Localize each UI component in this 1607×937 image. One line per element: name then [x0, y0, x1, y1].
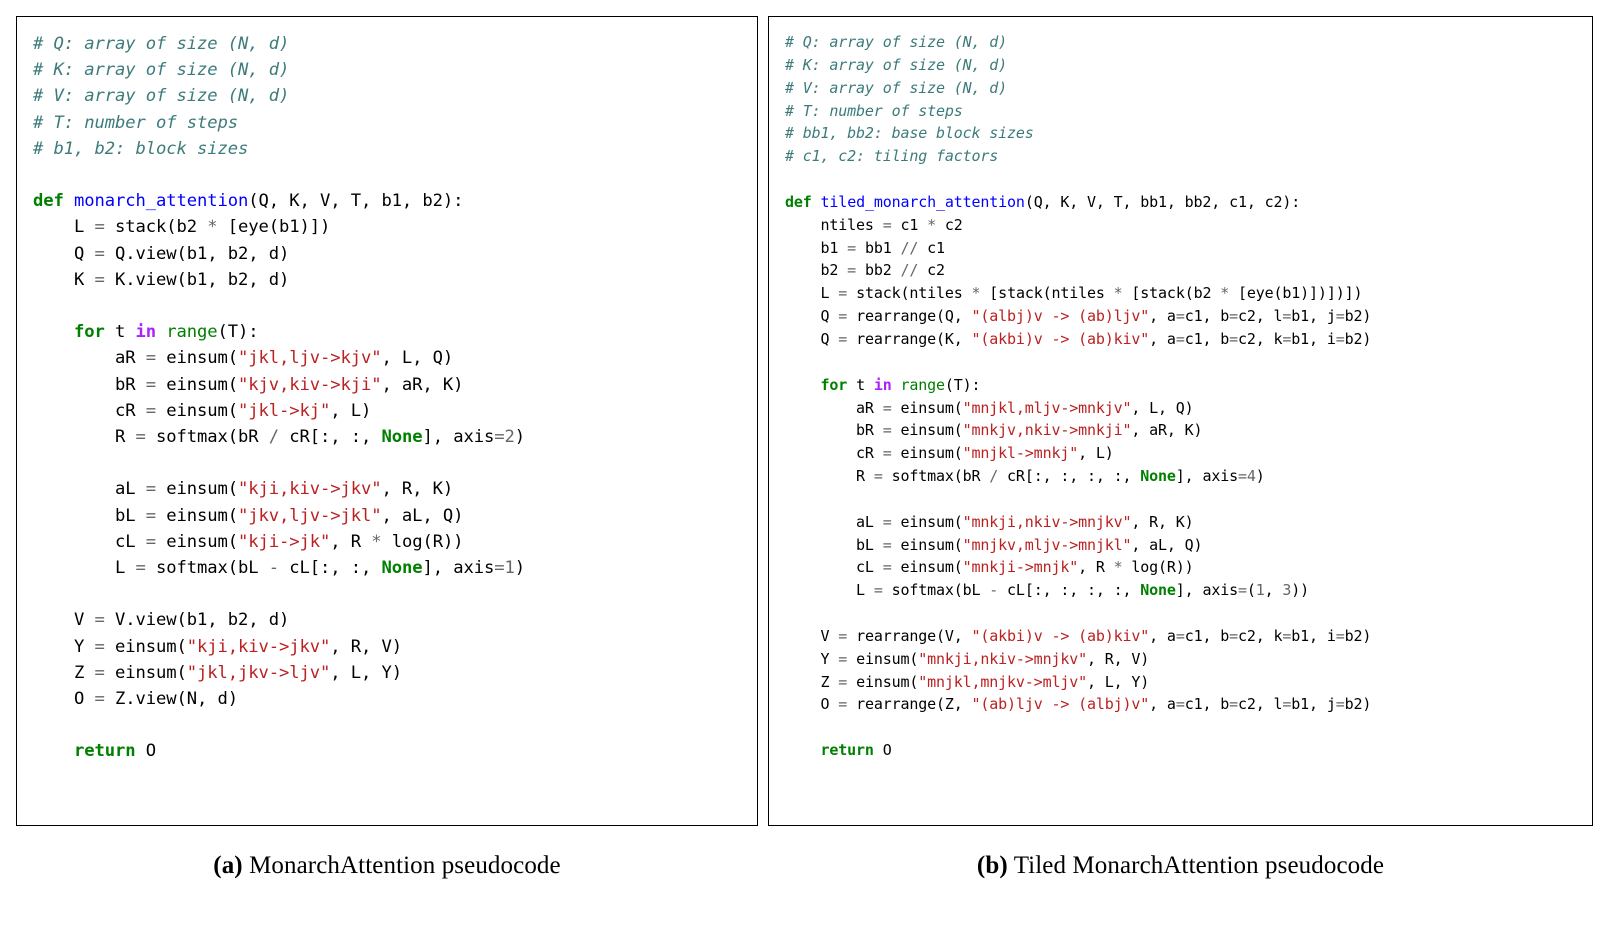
subfigure-a: # Q: array of size (N, d) # K: array of …	[0, 16, 768, 880]
code-text-monarch-attention: # Q: array of size (N, d) # K: array of …	[33, 34, 525, 762]
code-text-tiled-monarch-attention: # Q: array of size (N, d) # K: array of …	[785, 33, 1372, 760]
caption-b: (b) Tiled MonarchAttention pseudocode	[977, 852, 1384, 880]
code-block-tiled-monarch-attention: # Q: array of size (N, d) # K: array of …	[768, 16, 1593, 826]
caption-a-label: (a)	[213, 852, 243, 879]
code-block-monarch-attention: # Q: array of size (N, d) # K: array of …	[16, 16, 758, 826]
caption-a-text: MonarchAttention pseudocode	[249, 852, 561, 879]
caption-b-label: (b)	[976, 852, 1008, 879]
caption-a: (a) MonarchAttention pseudocode	[213, 852, 560, 880]
subfigure-b: # Q: array of size (N, d) # K: array of …	[768, 16, 1607, 880]
caption-b-text: Tiled MonarchAttention pseudocode	[1013, 852, 1385, 879]
